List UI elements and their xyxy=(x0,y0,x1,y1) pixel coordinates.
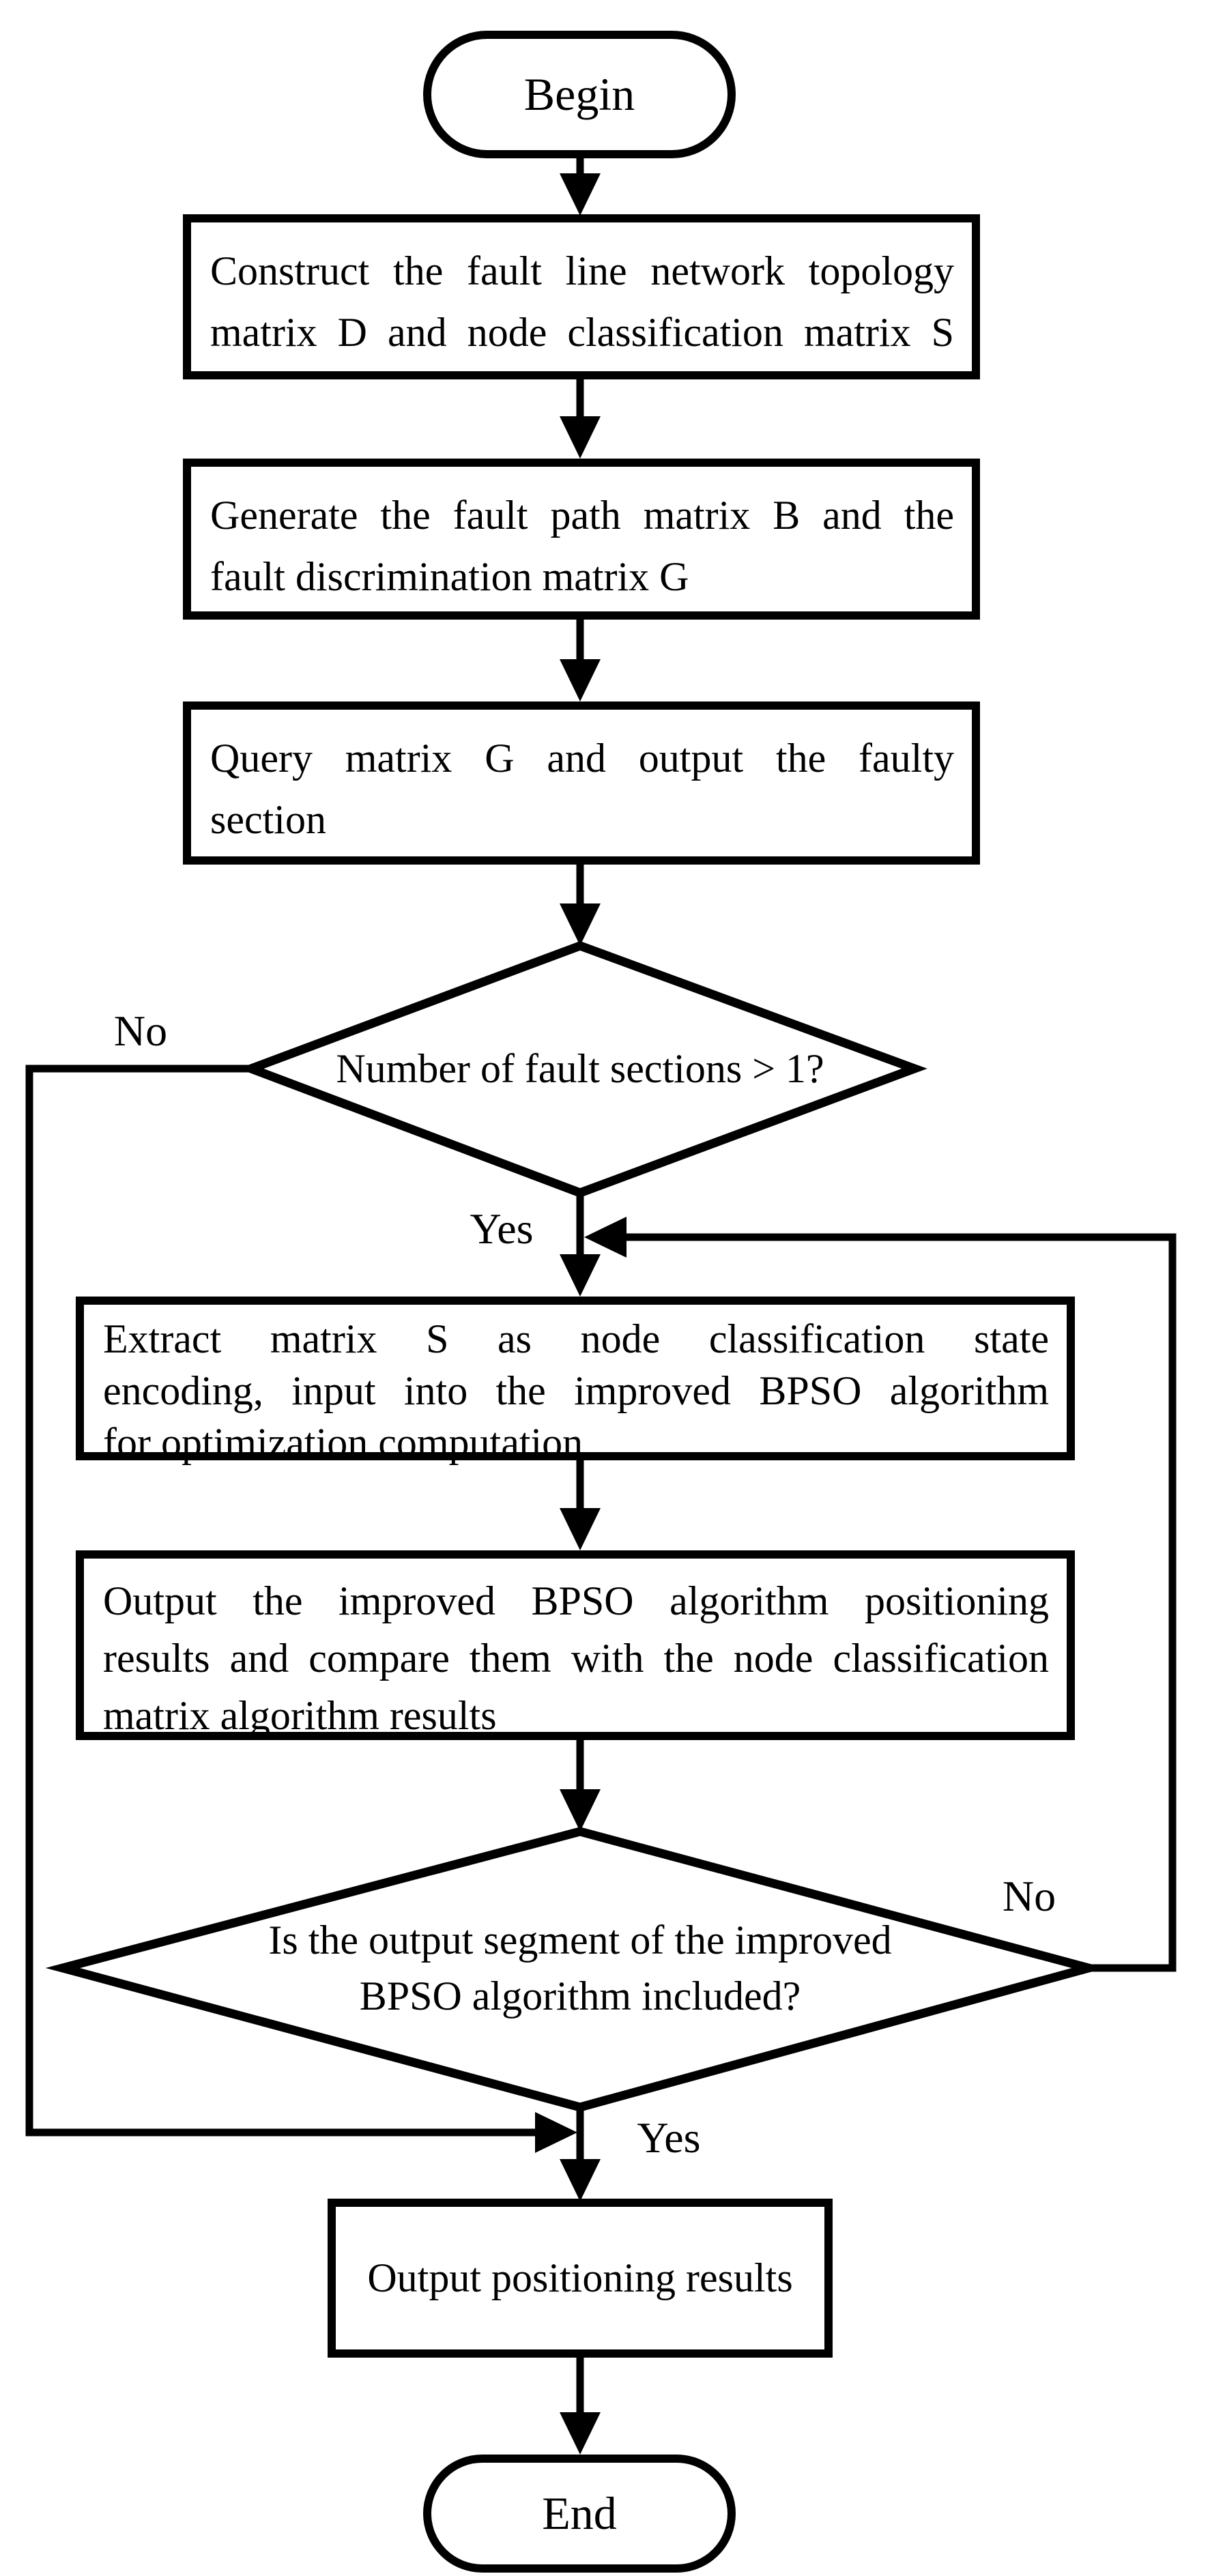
process-construct-line: Construct the fault line network topolog… xyxy=(210,248,954,293)
process-extract-line: encoding, input into the improved BPSO a… xyxy=(103,1368,1049,1413)
process-generate-line: Generate the fault path matrix B and the xyxy=(210,493,954,538)
terminator-end: End xyxy=(423,2455,736,2573)
decision-output-included-line: Is the output segment of the improved xyxy=(268,1917,892,1963)
loop-no-right xyxy=(625,1233,1177,1972)
process-output-results: Output positioning results xyxy=(328,2199,833,2358)
process-compare-line: matrix algorithm results xyxy=(103,1693,497,1738)
arrowhead-down-icon xyxy=(560,1789,601,1832)
decision-output-included-shape xyxy=(45,1827,1106,2112)
no-label-fault-sections: No xyxy=(113,1007,168,1055)
arrowhead-right-icon xyxy=(535,2112,577,2153)
arrowhead-left-icon xyxy=(584,1217,626,1258)
decision-fault-sections-shape xyxy=(238,941,927,1198)
loop-no-left xyxy=(25,1065,535,2137)
process-extract-encode: Extract matrix S as node classification … xyxy=(76,1297,1075,1465)
arrowhead-down-icon xyxy=(560,659,601,701)
decision-output-included-line: BPSO algorithm included? xyxy=(359,1973,801,2018)
process-output-compare: Output the improved BPSO algorithm posit… xyxy=(76,1550,1075,1740)
process-output-results-label: Output positioning results xyxy=(367,2255,793,2300)
arrowhead-down-icon xyxy=(560,2159,601,2201)
arrowhead-down-icon xyxy=(560,173,601,216)
yes-label-fault-sections: Yes xyxy=(470,1204,534,1253)
arrowhead-down-icon xyxy=(560,1508,601,1550)
process-query-line: Query matrix G and output the faulty xyxy=(210,736,954,781)
terminator-begin: Begin xyxy=(423,31,736,158)
process-compare-line: results and compare them with the node c… xyxy=(103,1636,1049,1681)
terminator-end-label: End xyxy=(542,2487,617,2539)
process-extract-line: Extract matrix S as node classification … xyxy=(103,1316,1049,1361)
process-query-matrix: Query matrix G and output the faulty sec… xyxy=(183,701,980,865)
process-generate-line: fault discrimination matrix G xyxy=(210,554,689,599)
process-generate-matrices: Generate the fault path matrix B and the… xyxy=(183,459,980,620)
process-construct-line: matrix D and node classification matrix … xyxy=(210,310,954,355)
process-query-line: section xyxy=(210,797,326,842)
yes-label-output-included: Yes xyxy=(637,2113,701,2162)
no-label-output-included: No xyxy=(1002,1872,1056,1920)
arrowhead-down-icon xyxy=(560,903,601,946)
process-construct-matrices: Construct the fault line network topolog… xyxy=(183,214,980,379)
decision-fault-sections-label: Number of fault sections > 1? xyxy=(336,1046,824,1091)
decision-output-included-label: Is the output segment of the improved BP… xyxy=(171,1912,990,2024)
process-compare-line: Output the improved BPSO algorithm posit… xyxy=(103,1578,1049,1623)
process-extract-line: for optimization computation xyxy=(103,1420,584,1465)
arrowhead-down-icon xyxy=(560,416,601,459)
arrowhead-down-icon xyxy=(560,1254,601,1297)
terminator-begin-label: Begin xyxy=(523,68,635,120)
arrowhead-down-icon xyxy=(560,2412,601,2455)
